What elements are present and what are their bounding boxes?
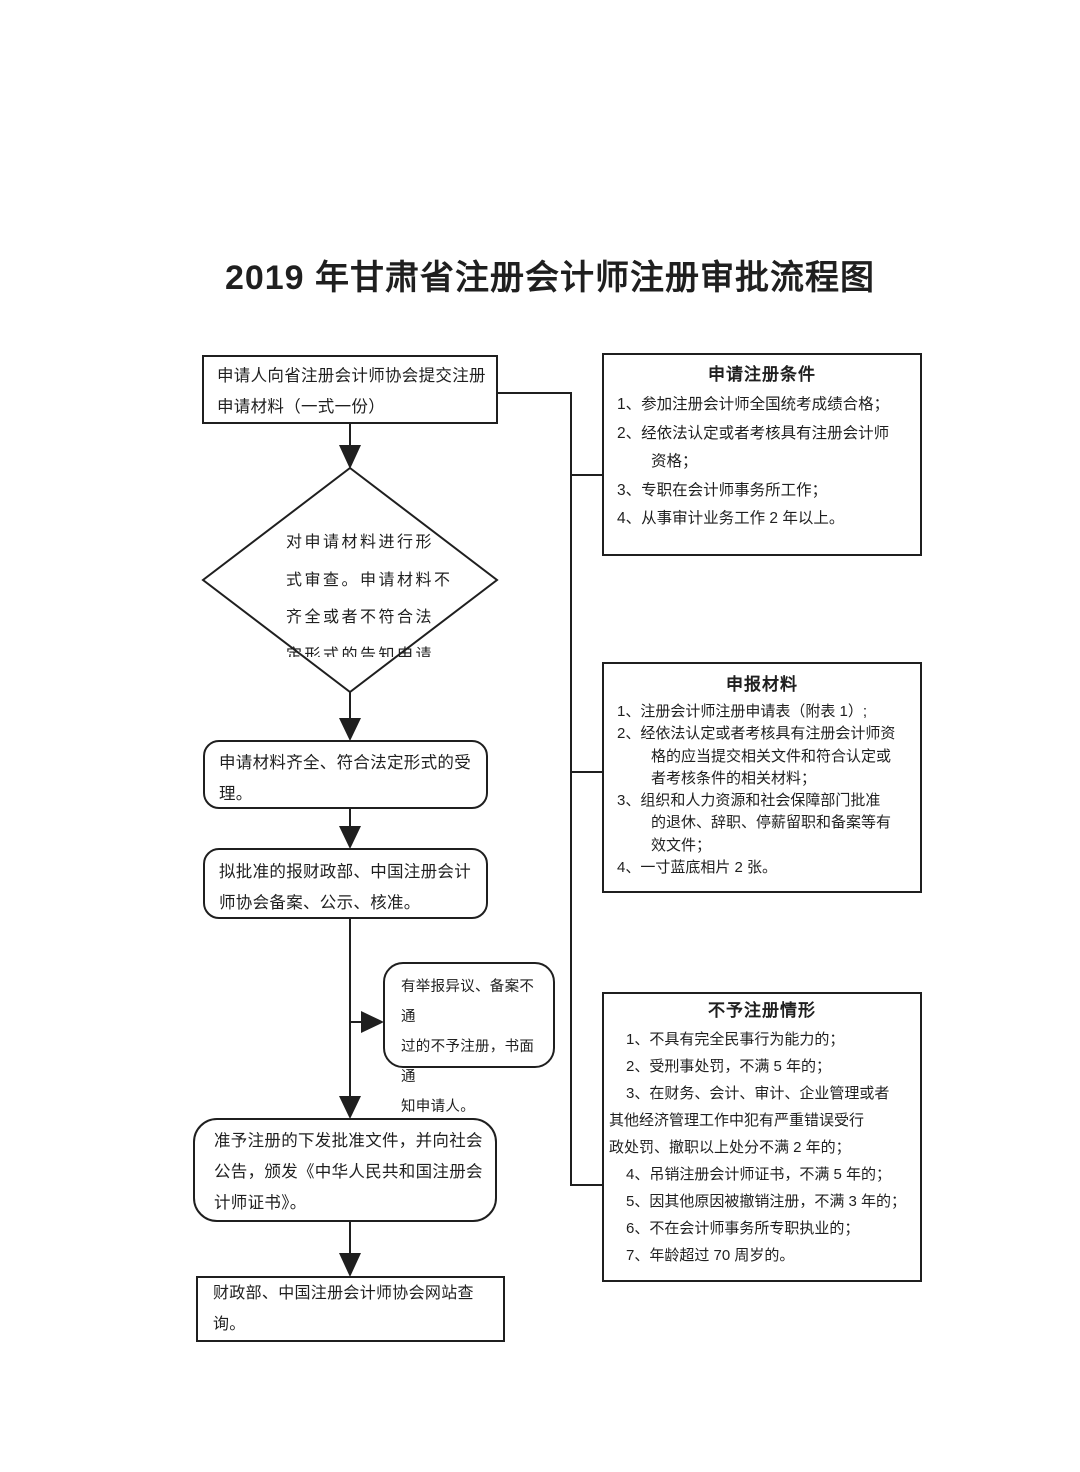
panel-line: 资格； <box>651 453 698 470</box>
flow-node-issue-certificate: 准予注册的下发批准文件，并向社会 公告，颁发《中华人民共和国注册会 计师证书》。 <box>193 1118 497 1222</box>
text-line: 申请人向省注册会计师协会提交注册 <box>217 367 486 385</box>
panel-body: 1、不具有完全民事行为能力的； 2、受刑事处罚，不满 5 年的； 3、在财务、会… <box>604 1026 920 1269</box>
text-line: 定形式的告知申请 <box>286 646 435 658</box>
panel-line: 3、专职在会计师事务所工作； <box>617 481 828 499</box>
panel-no-registration-cases: 不予注册情形 1、不具有完全民事行为能力的； 2、受刑事处罚，不满 5 年的； … <box>602 992 922 1282</box>
panel-line: 政处罚、撤职以上处分不满 2 年的； <box>609 1139 851 1156</box>
text-line: 准予注册的下发批准文件，并向社会 <box>214 1132 483 1150</box>
panel-line: 1、不具有完全民事行为能力的； <box>626 1031 845 1048</box>
panel-title: 不予注册情形 <box>708 1001 816 1020</box>
panel-line: 格的应当提交相关文件和符合认定或 <box>651 747 892 765</box>
flow-node-website-query: 财政部、中国注册会计师协会网站查询。 <box>196 1276 505 1342</box>
panel-body: 1、参加注册会计师全国统考成绩合格； 2、经依法认定或者考核具有注册会计师 资格… <box>604 391 920 534</box>
panel-line: 3、在财务、会计、审计、企业管理或者 <box>626 1085 890 1102</box>
page-title: 2019 年甘肃省注册会计师注册审批流程图 <box>224 259 876 297</box>
panel-line: 5、因其他原因被撤销注册，不满 3 年的； <box>626 1193 907 1210</box>
text-line: 师协会备案、公示、核准。 <box>219 894 421 912</box>
arrow-right-icon <box>361 1011 384 1033</box>
panel-title: 申请注册条件 <box>708 365 816 384</box>
text-line: 齐全或者不符合法 <box>286 609 435 626</box>
text-line: 对申请材料进行形 <box>286 534 435 551</box>
text-line: 计师证书》。 <box>214 1194 307 1212</box>
panel-line: 的退休、辞职、停薪留职和备案等有 <box>651 814 892 832</box>
flow-node-reject-notice: 有举报异议、备案不通 过的不予注册，书面通 知申请人。 <box>383 962 555 1115</box>
panel-registration-conditions: 申请注册条件 1、参加注册会计师全国统考成绩合格； 2、经依法认定或者考核具有注… <box>602 353 922 556</box>
arrowheads <box>339 445 384 1277</box>
text-line: 式审查。申请材料不 <box>286 571 453 589</box>
text-line: 公告，颁发《中华人民共和国注册会 <box>214 1163 483 1181</box>
panel-line: 6、不在会计师事务所专职执业的； <box>626 1220 860 1237</box>
panel-line: 1、参加注册会计师全国统考成绩合格； <box>617 396 890 413</box>
text-line: 申请材料（一式一份） <box>217 398 385 416</box>
panel-line: 2、经依法认定或者考核具有注册会计师 <box>617 424 890 442</box>
arrow-down-icon <box>339 1253 361 1277</box>
panel-line: 3、组织和人力资源和社会保障部门批准 <box>617 792 881 810</box>
panel-line: 效文件； <box>651 836 712 854</box>
panel-line: 4、一寸蓝底相片 2 张。 <box>617 859 778 877</box>
text-line: 知申请人。 <box>401 1099 475 1115</box>
text-line: 过的不予注册，书面通 <box>401 1039 535 1085</box>
panel-line: 2、受刑事处罚，不满 5 年的； <box>626 1058 832 1075</box>
text-line: 财政部、中国注册会计师协会网站查询。 <box>213 1285 474 1333</box>
panel-application-materials: 申报材料 1、注册会计师注册申请表（附表 1）; 2、经依法认定或者考核具有注册… <box>602 662 922 893</box>
arrow-down-icon <box>339 1096 361 1119</box>
arrow-down-icon <box>339 826 361 849</box>
arrow-down-icon <box>339 718 361 741</box>
text-line: 拟批准的报财政部、中国注册会计 <box>219 863 471 881</box>
flow-node-acceptance: 申请材料齐全、符合法定形式的受 理。 <box>203 740 488 809</box>
panel-line: 者考核条件的相关材料； <box>651 769 817 787</box>
panel-line: 1、注册会计师注册申请表（附表 1）; <box>617 703 868 720</box>
connector-lines <box>201 392 602 1254</box>
text-line: 理。 <box>219 785 253 803</box>
panel-line: 4、从事审计业务工作 2 年以上。 <box>617 510 845 527</box>
text-line: 申请材料齐全、符合法定形式的受 <box>219 754 471 772</box>
flow-node-formal-review: 对申请材料进行形 式审查。申请材料不 齐全或者不符合法 定形式的告知申请 <box>286 524 476 657</box>
flow-node-submit-application: 申请人向省注册会计师协会提交注册 申请材料（一式一份） <box>202 355 498 424</box>
text-line: 有举报异议、备案不通 <box>401 979 535 1025</box>
panel-title: 申报材料 <box>726 675 798 694</box>
panel-line: 4、吊销注册会计师证书，不满 5 年的； <box>626 1166 892 1183</box>
panel-line: 其他经济管理工作中犯有严重错误受行 <box>609 1112 865 1129</box>
panel-body: 1、注册会计师注册申请表（附表 1）; 2、经依法认定或者考核具有注册会计师资 … <box>604 701 920 879</box>
arrow-down-icon <box>339 445 361 469</box>
panel-line: 2、经依法认定或者考核具有注册会计师资 <box>617 725 896 743</box>
panel-line: 7、年龄超过 70 周岁的。 <box>626 1247 795 1264</box>
flow-node-record-publicity: 拟批准的报财政部、中国注册会计 师协会备案、公示、核准。 <box>203 848 488 919</box>
